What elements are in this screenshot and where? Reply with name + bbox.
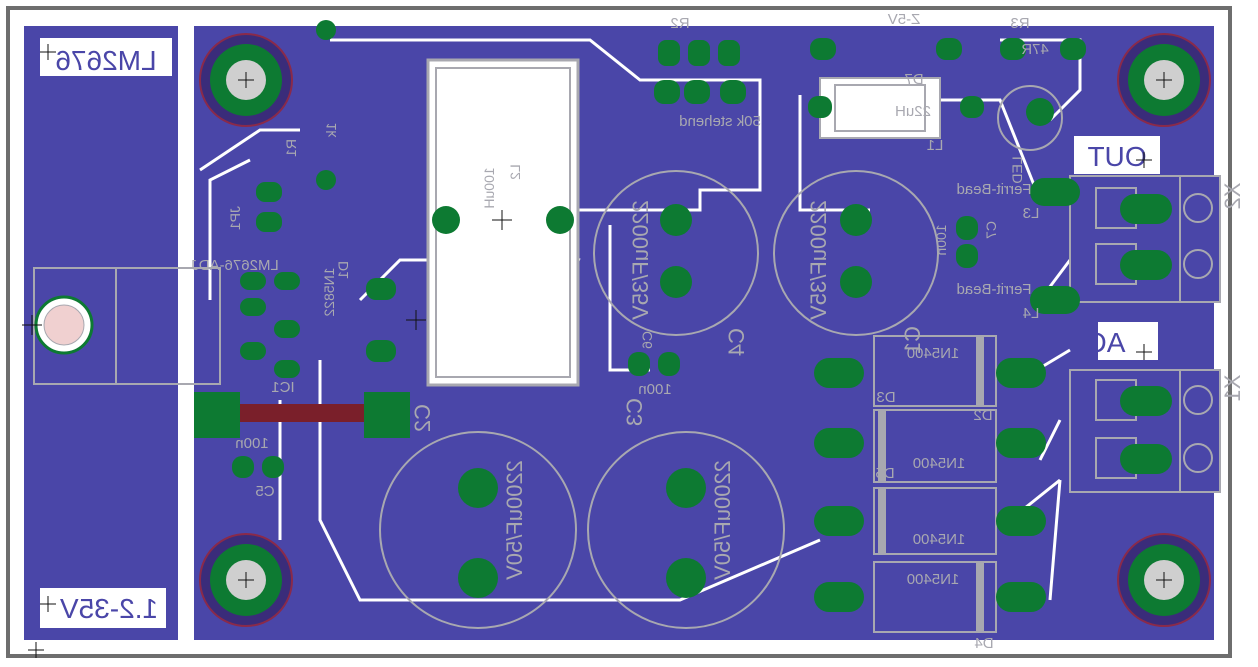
c1-value: 2200uF/50V	[502, 460, 527, 580]
d3-label: D3	[876, 389, 895, 406]
d4-value: 1N5400	[907, 571, 960, 588]
jp1-label: JP1	[227, 206, 243, 230]
d3-value: 1N5400	[907, 345, 960, 362]
ferrit-l3: Ferrit-Bead	[956, 181, 1031, 198]
r3-value: 47R	[1021, 41, 1049, 58]
terminal-blocks	[1069, 175, 1221, 493]
l4-label: L4	[1023, 305, 1040, 322]
c5-value: 100n	[235, 435, 268, 452]
l1-label: L1	[927, 137, 944, 154]
c2-label: C2	[410, 404, 435, 432]
top-layer-trace	[214, 404, 390, 422]
board-title: LM2676	[55, 45, 156, 76]
l2-value: 100uH	[481, 167, 497, 208]
board-copper-pour-main	[194, 26, 1214, 640]
c6-value: 100n	[638, 381, 671, 398]
voltage-box	[40, 588, 166, 628]
r1-value: 1k	[323, 123, 339, 139]
ac-label: AC	[1087, 327, 1126, 358]
c7-value: 100n	[933, 224, 949, 255]
led-label: LED	[1009, 156, 1025, 183]
c1-label: C1	[900, 326, 925, 354]
out-box	[1074, 136, 1160, 174]
d5-value: 1N5400	[913, 455, 966, 472]
c6-label: C6	[639, 331, 655, 349]
c7-label: C7	[983, 221, 999, 239]
pads	[194, 20, 1172, 612]
inductor-l1-body	[819, 77, 941, 139]
out-label: OUT	[1087, 141, 1146, 172]
r2-value: 50k stehend	[679, 113, 761, 130]
c2-value: 2200uF/50V	[710, 460, 735, 580]
r2-label: R2	[670, 15, 689, 32]
ferrit-l4: Ferrit-Bead	[956, 281, 1031, 298]
x1-label: X1	[1220, 375, 1245, 402]
l1-value: 22uH	[895, 103, 931, 120]
d1-value: 1N5822	[321, 267, 337, 316]
crosshairs	[22, 44, 1172, 658]
diode-outlines	[873, 335, 997, 633]
capacitor-outlines	[379, 170, 939, 629]
title-box	[40, 38, 172, 76]
r1-label: R1	[283, 139, 299, 157]
r3-label: R3	[1010, 15, 1029, 32]
ac-box	[1098, 322, 1158, 360]
d2-label: D2	[973, 407, 992, 424]
l2-label: L2	[507, 164, 523, 180]
voltage-range-label: 1.2-35V	[60, 593, 158, 624]
c4-label: C4	[724, 328, 749, 356]
d1-label: D1	[335, 261, 351, 279]
ic1-label: IC1	[271, 379, 294, 396]
d2-value: 1N5400	[913, 531, 966, 548]
led-outline	[997, 85, 1063, 151]
d7-label: D7	[904, 71, 923, 88]
d4-label: D4	[974, 635, 993, 652]
z5v-label: Z-5V	[888, 11, 921, 28]
c5-label: C5	[255, 483, 274, 500]
l3-label: L3	[1023, 205, 1040, 222]
c3-label: C3	[622, 398, 647, 426]
c3-value: 2200uF/35V	[628, 200, 653, 320]
d5-label: D5	[875, 465, 894, 482]
regulator-heatsink	[33, 267, 221, 385]
x2-label: X2	[1220, 183, 1245, 210]
track-clearances	[199, 38, 1082, 602]
ic1-value: LM2676-ADJ	[191, 257, 279, 274]
c4-value: 2200uF/35V	[806, 200, 831, 320]
